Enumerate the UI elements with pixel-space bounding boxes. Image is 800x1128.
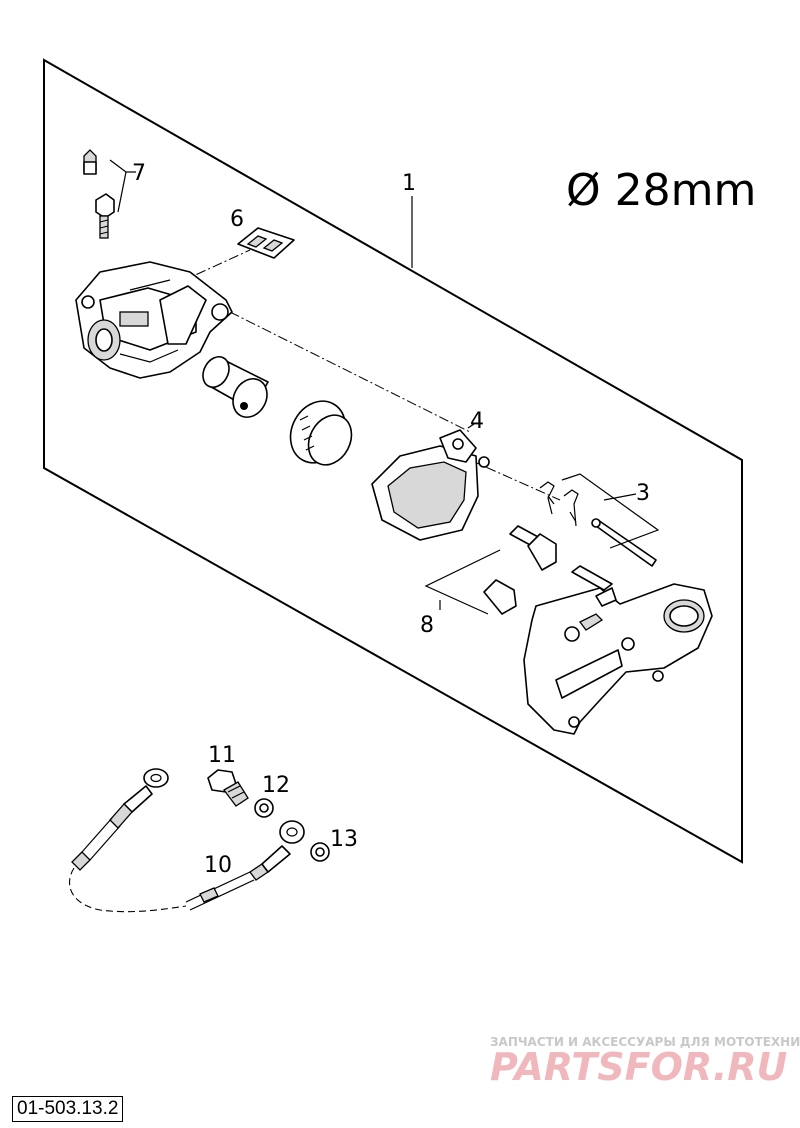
bracket-3	[561, 473, 660, 549]
reference-code: 01-503.13.2	[12, 1096, 124, 1122]
banjo-bolt-part	[207, 769, 249, 807]
slide-pin-part	[483, 525, 613, 615]
callout-3: 3	[636, 481, 650, 506]
washer-12-part	[254, 798, 274, 818]
callout-10: 10	[204, 853, 232, 878]
watermark-brand: PARTSFOR.RU	[490, 1045, 788, 1089]
callout-11: 11	[208, 743, 236, 768]
callout-13: 13	[330, 827, 358, 852]
callout-8: 8	[420, 613, 434, 638]
brake-hose-part	[69, 768, 305, 913]
callout-12: 12	[262, 773, 290, 798]
washer-13-part	[310, 842, 330, 862]
bracket-8	[424, 549, 501, 615]
piston-part	[202, 355, 269, 418]
piston-diameter-label: Ø 28mm	[566, 165, 756, 216]
brake-pad-part	[371, 429, 490, 541]
pad-spring-part	[237, 227, 295, 259]
caliper-bracket-part	[523, 583, 713, 735]
pad-pin-part	[539, 481, 657, 567]
alignment-line-a	[179, 249, 251, 283]
bleeder-screw-part	[83, 149, 115, 239]
assembly-outline	[43, 58, 743, 864]
callout-7: 7	[132, 161, 146, 186]
callout-6: 6	[230, 207, 244, 232]
alignment-line-b	[229, 311, 471, 433]
callout-4: 4	[470, 409, 484, 434]
caliper-body-part	[75, 261, 233, 379]
callout-1: 1	[402, 171, 416, 196]
piston-seal-part	[289, 400, 353, 466]
leader-4	[467, 423, 475, 429]
watermark-subtitle: ЗАПЧАСТИ И АКСЕССУАРЫ ДЛЯ МОТОТЕХНИКИ	[490, 1035, 800, 1049]
leader-3	[603, 493, 637, 501]
alignment-line-c	[469, 459, 561, 501]
